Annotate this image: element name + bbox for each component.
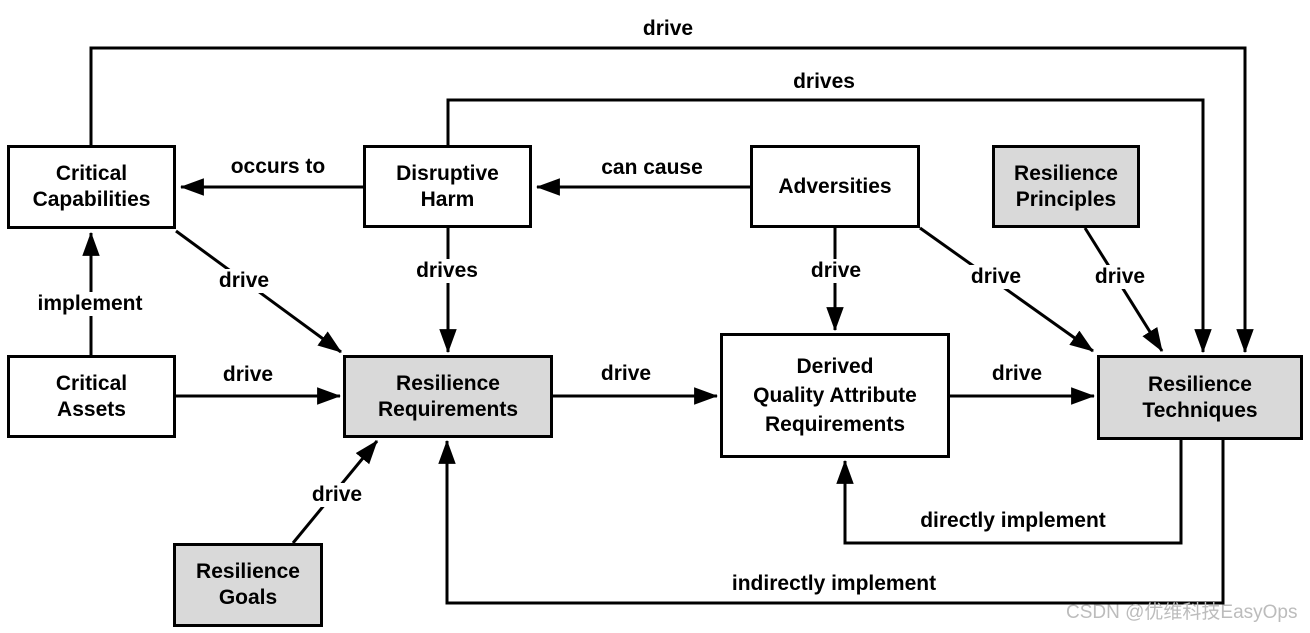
node-label-line: Harm bbox=[420, 187, 475, 211]
edge-label-rt-to-rr: indirectly implement bbox=[727, 572, 941, 596]
node-label-line: Principles bbox=[1015, 187, 1117, 211]
edge-label-cc-to-rr: drive bbox=[214, 269, 274, 293]
csdn-watermark: CSDN @优维科技EasyOps bbox=[1066, 602, 1298, 623]
node-label-line: Assets bbox=[57, 397, 126, 421]
edge-label-adv-to-dh: can cause bbox=[597, 156, 707, 180]
node-label-line: Critical bbox=[55, 371, 128, 395]
node-label-line: Requirements bbox=[377, 397, 519, 421]
edge-cc-to-rt bbox=[89, 46, 1254, 354]
edge-label-rr-to-dqar: drive bbox=[596, 362, 656, 386]
edge-label-adv-to-rt: drive bbox=[966, 265, 1026, 289]
node-resilience-principles: Resilience Principles bbox=[992, 145, 1140, 228]
edge-dh-to-rt bbox=[446, 98, 1212, 354]
node-label-line: Resilience bbox=[396, 371, 500, 395]
node-resilience-requirements: Resilience Requirements bbox=[343, 355, 553, 438]
node-label-line: Disruptive bbox=[396, 161, 499, 185]
edge-rp-to-rt bbox=[1083, 227, 1164, 352]
node-label-line: Resilience bbox=[1148, 372, 1252, 396]
node-critical-assets: Critical Assets bbox=[7, 355, 176, 438]
edge-label-ca-to-cc: implement bbox=[33, 292, 147, 316]
edge-label-dh-to-cc: occurs to bbox=[226, 155, 330, 179]
edge-label-cc-to-rt: drive bbox=[638, 17, 698, 41]
node-label-line: Goals bbox=[218, 586, 278, 609]
edge-rt-to-rr bbox=[438, 439, 1225, 605]
node-label-line: Quality Attribute bbox=[753, 384, 917, 407]
node-label-line: Critical bbox=[55, 162, 128, 185]
node-derived-quality-attribute-requirements: Derived Quality Attribute Requirements bbox=[720, 333, 950, 458]
edge-label-adv-to-dqar: drive bbox=[806, 259, 866, 283]
edge-label-dh-to-rr: drives bbox=[412, 259, 482, 283]
node-label-line: Resilience bbox=[196, 560, 300, 583]
edge-label-ca-to-rr: drive bbox=[218, 363, 278, 387]
node-label-line: Requirements bbox=[764, 413, 906, 436]
node-label-line: Techniques bbox=[1142, 398, 1258, 422]
node-label-line: Capabilities bbox=[32, 188, 151, 211]
node-disruptive-harm: Disruptive Harm bbox=[363, 145, 532, 228]
edge-adv-to-rt bbox=[919, 226, 1094, 353]
edge-rt-to-dqar bbox=[836, 440, 1183, 545]
node-label-line: Derived bbox=[796, 355, 874, 378]
node-critical-capabilities: Critical Capabilities bbox=[7, 145, 176, 229]
node-adversities: Adversities bbox=[750, 145, 920, 228]
edge-label-dqar-to-rt: drive bbox=[987, 362, 1047, 386]
node-label-line: Adversities bbox=[778, 174, 892, 198]
node-resilience-goals: Resilience Goals bbox=[173, 543, 323, 627]
node-resilience-techniques: Resilience Techniques bbox=[1097, 355, 1303, 440]
edge-label-rg-to-rr: drive bbox=[307, 483, 367, 507]
edge-label-dh-to-rt: drives bbox=[789, 70, 859, 94]
edge-label-rt-to-dqar: directly implement bbox=[916, 509, 1110, 533]
node-label-line: Resilience bbox=[1014, 161, 1118, 185]
edge-label-rp-to-rt: drive bbox=[1090, 265, 1150, 289]
